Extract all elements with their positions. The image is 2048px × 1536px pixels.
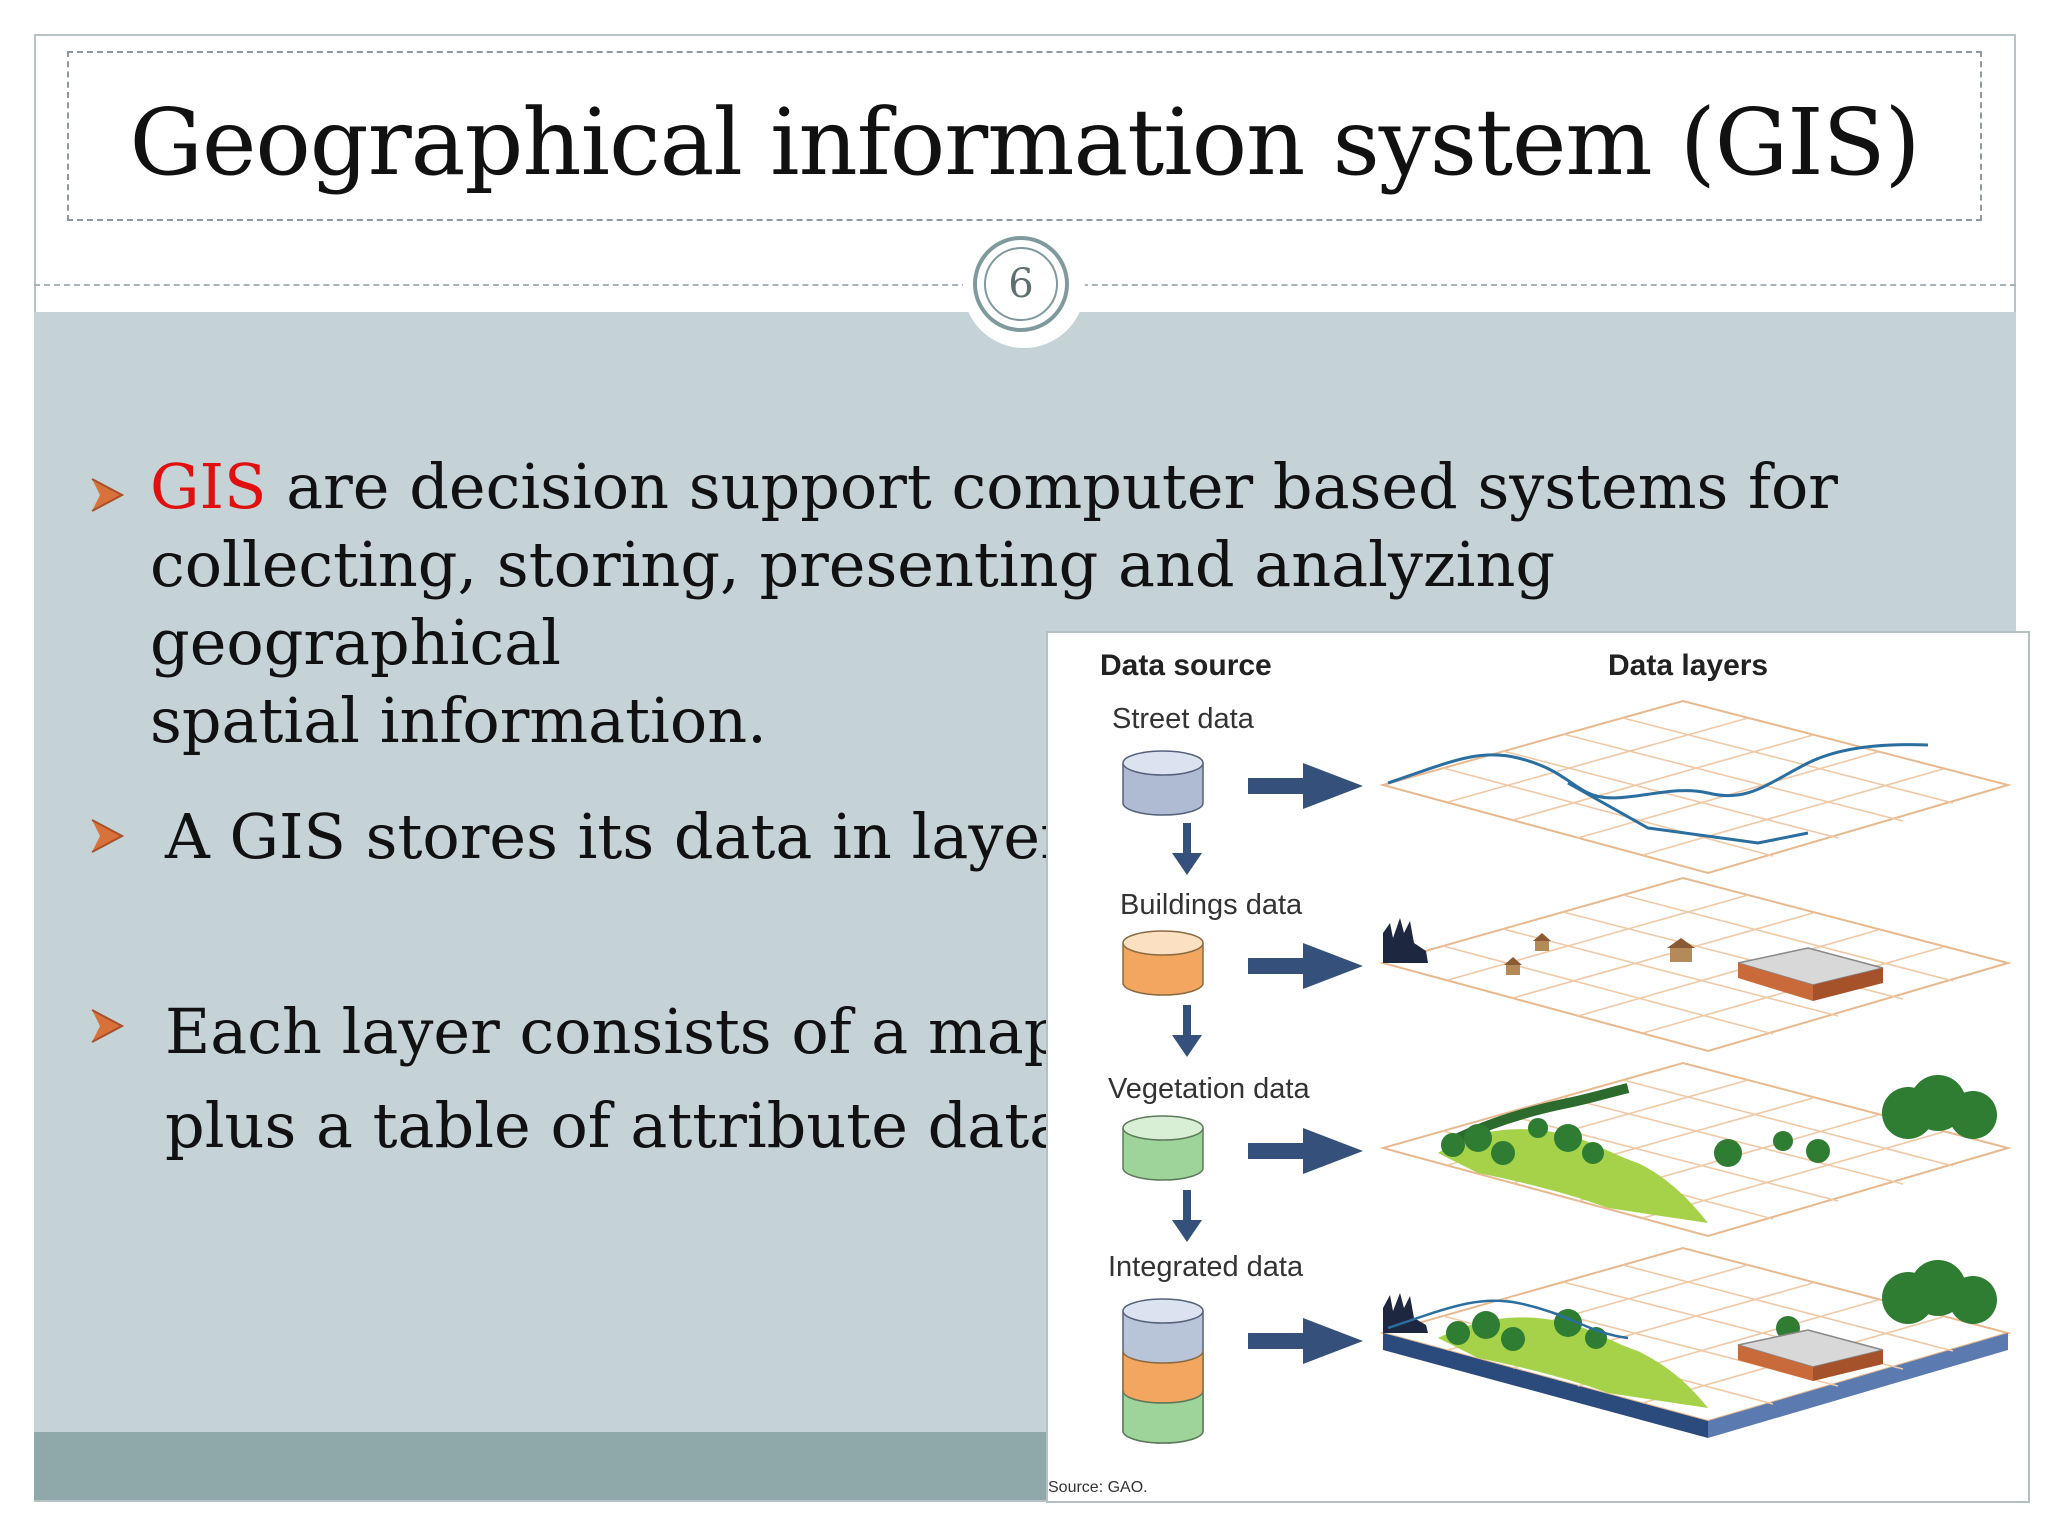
row-label: Buildings data	[1120, 889, 1303, 921]
row-label: Integrated data	[1108, 1251, 1304, 1283]
integrated-layer-map	[1379, 1246, 2012, 1438]
bullet-line: Each layer consists of a map	[165, 995, 1064, 1068]
buildings-layer-map	[1379, 876, 2012, 1053]
bullet-line: spatial information.	[150, 684, 767, 757]
bullet-gis-definition: GIS are decision support computer based …	[150, 448, 1850, 760]
bullet-arrow-icon	[91, 819, 124, 853]
source-note: Source: GAO.	[1048, 1479, 1148, 1496]
flow-arrow-icon	[1248, 943, 1363, 989]
flow-arrow-icon	[1172, 823, 1202, 875]
database-icon	[1122, 1115, 1204, 1181]
bullet-layers: A GIS stores its data in layers.	[165, 800, 1122, 873]
page-number-badge: 6	[973, 236, 1069, 332]
database-icon	[1122, 1298, 1204, 1444]
flow-arrow-icon	[1248, 1318, 1363, 1364]
bullet-text: are decision support computer based syst…	[266, 450, 1838, 523]
flow-arrow-icon	[1248, 1128, 1363, 1174]
bullet-arrow-icon	[91, 478, 124, 512]
page-number: 6	[984, 247, 1058, 321]
flow-arrow-icon	[1248, 763, 1363, 809]
vegetation-layer-map	[1379, 1061, 2012, 1238]
bullet-line: plus a table of attribute data.	[165, 1089, 1086, 1162]
flow-arrow-icon	[1172, 1005, 1202, 1057]
gis-highlight: GIS	[150, 450, 267, 523]
bullet-attribute-table: Each layer consists of a map plus a tabl…	[165, 985, 1086, 1173]
data-layers-header: Data layers	[1608, 649, 1769, 682]
database-icon	[1122, 930, 1204, 996]
slide-title: Geographical information system (GIS)	[129, 89, 1920, 196]
bullet-line: GIS are decision support computer based …	[150, 448, 1850, 526]
gis-layers-figure: Data source Data layers Street data Buil…	[1046, 631, 2030, 1503]
street-layer-map	[1379, 699, 2012, 875]
title-box	[67, 51, 1982, 221]
bullet-line: collecting, storing, presenting and anal…	[150, 528, 1556, 679]
database-icon	[1122, 750, 1204, 816]
row-label: Vegetation data	[1108, 1073, 1310, 1105]
bullet-arrow-icon	[91, 1009, 124, 1043]
row-label: Street data	[1112, 703, 1254, 735]
layers-illustration	[1122, 699, 2012, 1444]
flow-arrow-icon	[1172, 1190, 1202, 1242]
data-source-header: Data source	[1100, 649, 1272, 682]
